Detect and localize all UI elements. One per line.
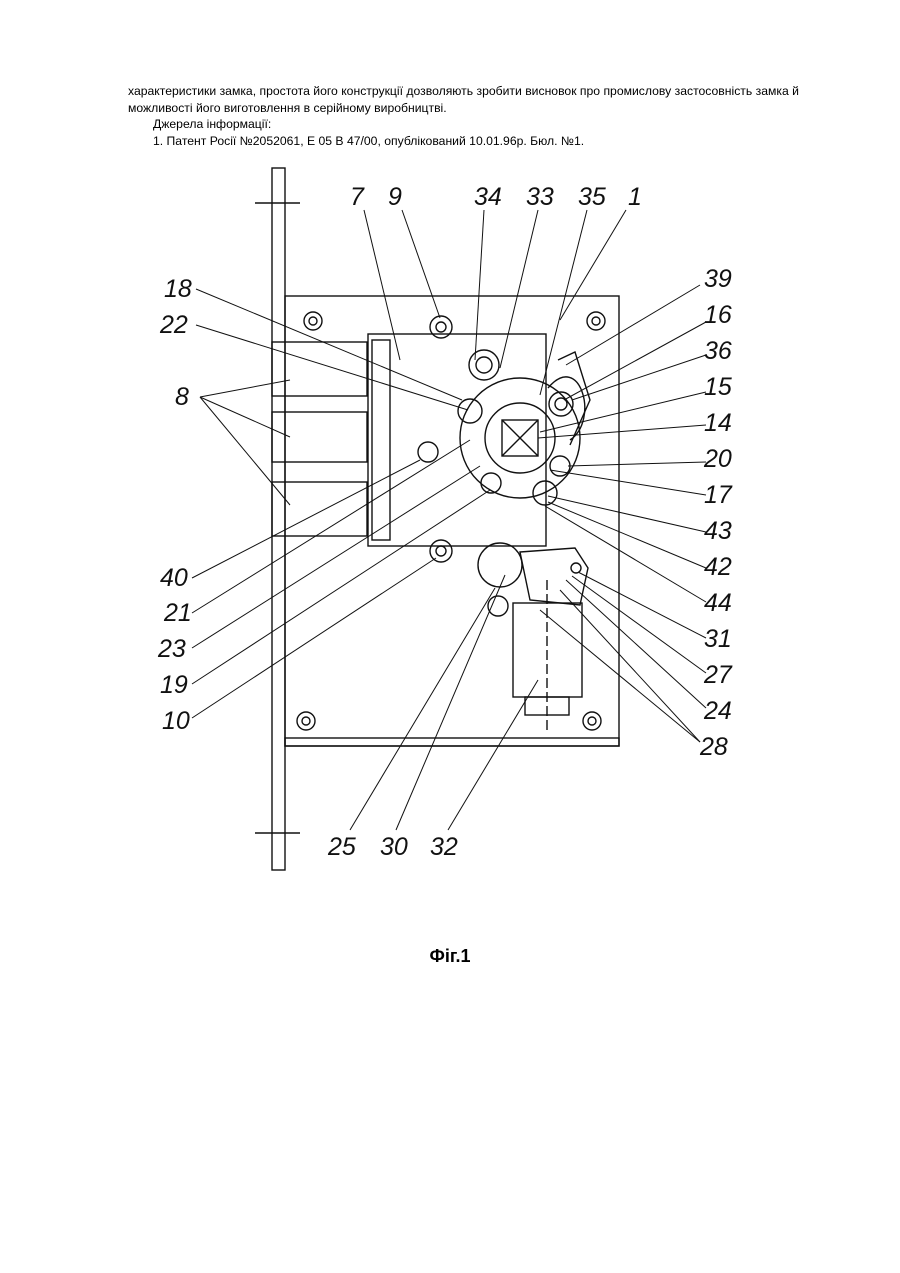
label-21: 21	[163, 599, 192, 627]
label-35: 35	[578, 183, 606, 211]
face-plate	[272, 168, 285, 870]
label-43: 43	[704, 517, 732, 545]
slider-plate	[368, 334, 546, 546]
label-19: 19	[160, 671, 188, 699]
label-42: 42	[704, 553, 732, 581]
label-25: 25	[327, 833, 356, 861]
label-27: 27	[703, 661, 733, 689]
label-39: 39	[704, 265, 732, 293]
label-34: 34	[474, 183, 502, 211]
label-28: 28	[699, 733, 728, 761]
label-20: 20	[703, 445, 732, 473]
label-23: 23	[157, 635, 186, 663]
label-24: 24	[703, 697, 732, 725]
label-17: 17	[704, 481, 733, 509]
label-40: 40	[160, 564, 188, 592]
label-15: 15	[704, 373, 732, 401]
label-31: 31	[704, 625, 732, 653]
label-1: 1	[628, 183, 642, 211]
label-44: 44	[704, 589, 732, 617]
label-36: 36	[704, 337, 732, 365]
label-22: 22	[159, 311, 188, 339]
figure-caption: Фіг.1	[0, 946, 900, 967]
label-9: 9	[388, 183, 402, 211]
label-8: 8	[175, 383, 189, 411]
label-30: 30	[380, 833, 408, 861]
label-7: 7	[350, 183, 365, 211]
label-14: 14	[704, 409, 732, 437]
label-33: 33	[526, 183, 554, 211]
label-16: 16	[704, 301, 732, 329]
label-18: 18	[164, 275, 192, 303]
label-32: 32	[430, 833, 458, 861]
label-10: 10	[162, 707, 190, 735]
part-labels: 7 9 34 33 35 1 39 16 36 15 14 20 17 43 4…	[157, 183, 733, 861]
